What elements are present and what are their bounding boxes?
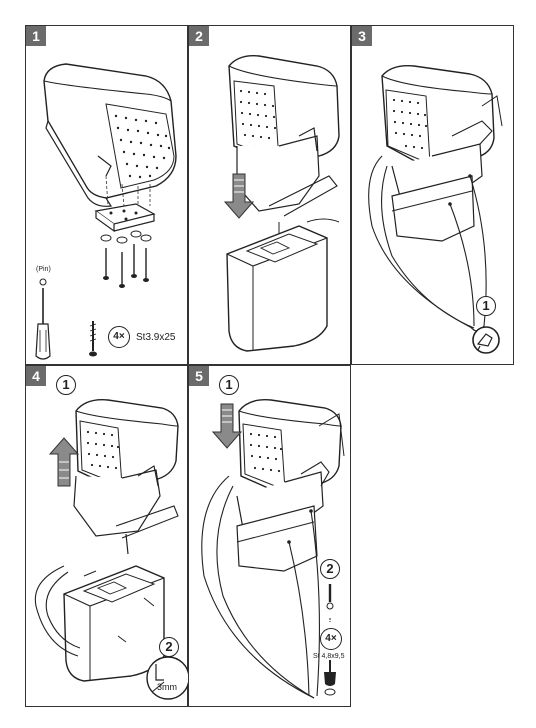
screw-icon xyxy=(324,584,336,696)
armrest-illustration-step-4 xyxy=(34,399,179,682)
step-4-marker-top: 1 xyxy=(56,375,76,395)
panel-step-3: 3 1 xyxy=(351,25,514,365)
hand-press-icon xyxy=(472,326,500,354)
armrest-illustration-step-2 xyxy=(226,55,340,352)
quantity-badge: 4× xyxy=(108,326,130,348)
tool-label: (Pin) xyxy=(36,266,51,273)
step-2-badge: 2 xyxy=(189,26,209,46)
screwdriver-icon xyxy=(35,278,51,360)
step-4-marker-bottom: 2 xyxy=(159,637,179,657)
step-5-quantity-badge: 4× xyxy=(320,628,342,650)
panel-step-5: 5 1 2 4× St 4,8x9,5 xyxy=(188,365,351,707)
armrest-illustration-step-1 xyxy=(43,63,177,288)
arrow-up-icon xyxy=(48,437,80,487)
panel-step-1: 1 xyxy=(25,25,188,365)
clearance-icon xyxy=(146,656,189,700)
arrow-down-icon xyxy=(211,403,243,449)
panel-step-4: 4 1 2 3mm xyxy=(25,365,189,707)
clearance-label: 3mm xyxy=(157,682,177,692)
panel-step-2: 2 xyxy=(188,25,351,365)
step-5-marker-bottom: 2 xyxy=(320,559,340,579)
screw-spec: St3.9x25 xyxy=(136,332,176,343)
step-5-marker-top: 1 xyxy=(219,375,239,395)
armrest-illustration-step-3 xyxy=(368,65,503,332)
step-1-badge: 1 xyxy=(26,26,46,46)
step-3-badge: 3 xyxy=(352,26,372,46)
screw-icon xyxy=(89,321,97,357)
step-4-badge: 4 xyxy=(26,366,46,386)
step-5-screw-spec: St 4,8x9,5 xyxy=(313,653,345,660)
step-5-badge: 5 xyxy=(189,366,209,386)
arrow-down-icon xyxy=(223,173,255,219)
armrest-illustration-step-5 xyxy=(201,399,345,699)
step-3-marker: 1 xyxy=(476,296,496,316)
